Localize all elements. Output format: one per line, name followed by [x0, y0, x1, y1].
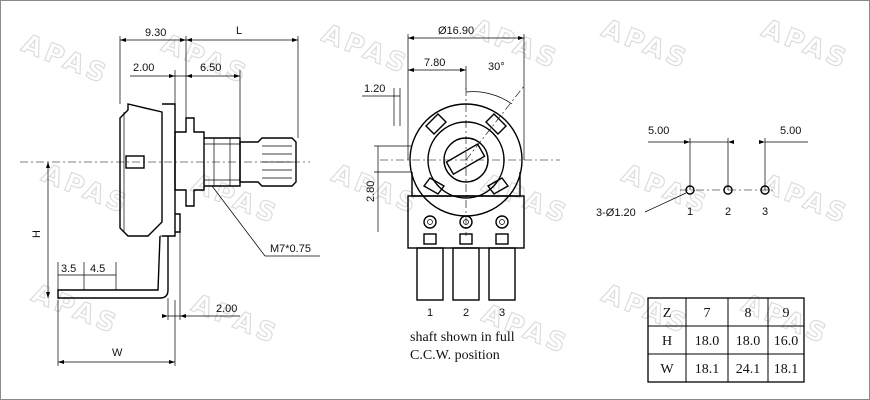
thread-label: M7*0.75 [270, 243, 311, 255]
table-header-8: 8 [745, 306, 752, 321]
pcb-hole-1 [685, 185, 695, 195]
pcb-spacing-right: 5.00 [780, 125, 801, 137]
dimension-table: Z 7 8 9 H 18.0 18.0 16.0 W 18.1 24.1 18.… [647, 297, 805, 383]
pcb-hole-3 [760, 185, 770, 195]
side-view: 9.30 L 2.00 6.50 H 3.5 4.5 2.00 W [20, 25, 320, 366]
watermark: APAS [17, 29, 113, 91]
pcb-spacing-left: 5.00 [648, 125, 669, 137]
dim-vertical: 2.80 [365, 181, 377, 202]
watermark: APAS [157, 29, 253, 91]
table-cell: 18.0 [736, 334, 761, 349]
watermark: APAS [317, 19, 413, 81]
table-header-9: 9 [783, 306, 790, 321]
dim-shaft-offset: 9.30 [145, 27, 166, 39]
watermark: APAS [757, 169, 853, 231]
pot-body [119, 103, 163, 237]
pin-3 [488, 247, 516, 301]
watermark: APAS [757, 14, 853, 76]
watermark: APAS [37, 159, 133, 221]
dim-bushing: 2.00 [133, 62, 154, 74]
body-back-plate [162, 103, 176, 237]
pcb-layout: 5.00 5.00 3-Ø1.20 1 2 3 [596, 125, 808, 219]
dim-bottom: 2.00 [216, 303, 237, 315]
pin-1 [416, 247, 444, 301]
front-view: 1 2 3 Ø16.90 7.80 30° 1.20 2.80 shaft sh… [362, 25, 560, 363]
watermark: APAS [597, 279, 693, 341]
dim-length: L [236, 25, 242, 37]
mounting-bracket [57, 235, 169, 299]
table-cell: 18.0 [695, 334, 720, 349]
dim-diameter: Ø16.90 [438, 25, 474, 37]
watermark: APAS [27, 279, 123, 341]
caption-line-1: shaft shown in full [410, 330, 515, 345]
pin-label-3: 3 [499, 307, 505, 319]
pcb-pin-2: 2 [725, 206, 731, 218]
pcb-pin-1: 1 [687, 206, 693, 218]
table-cell: 16.0 [774, 334, 799, 349]
watermark: APAS [187, 289, 283, 351]
pin-2 [452, 247, 480, 301]
pin-label-2: 2 [463, 307, 469, 319]
table-cell: 18.1 [774, 362, 799, 377]
pcb-hole-2 [723, 185, 733, 195]
caption-line-2: C.C.W. position [410, 348, 500, 363]
pin-pad-1 [423, 215, 437, 229]
table-header-7: 7 [704, 306, 711, 321]
dim-small: 1.20 [364, 83, 385, 95]
dim-offset: 7.80 [424, 57, 445, 69]
shaft-slot [445, 143, 486, 176]
table-header-z: Z [663, 306, 672, 321]
table-cell: 24.1 [736, 362, 761, 377]
pcb-hole-spec: 3-Ø1.20 [596, 207, 636, 219]
table-cell: 18.1 [695, 362, 720, 377]
pin-label-1: 1 [427, 307, 433, 319]
dim-height: H [31, 230, 43, 238]
dim-angle: 30° [488, 61, 505, 73]
watermark: APAS [477, 169, 573, 231]
watermark: APAS [597, 14, 693, 76]
table-row-h-label: H [662, 334, 672, 349]
watermark: APAS [467, 14, 563, 76]
dim-width: W [112, 347, 123, 359]
dim-shaft: 6.50 [200, 62, 221, 74]
pin-pad-2 [459, 215, 473, 229]
dim-tab-b: 4.5 [90, 263, 105, 275]
pin-pad-3 [495, 215, 509, 229]
table-row-w-label: W [660, 362, 674, 377]
dim-tab-a: 3.5 [61, 263, 76, 275]
pcb-pin-3: 3 [762, 206, 768, 218]
knurled-shaft [239, 137, 297, 187]
